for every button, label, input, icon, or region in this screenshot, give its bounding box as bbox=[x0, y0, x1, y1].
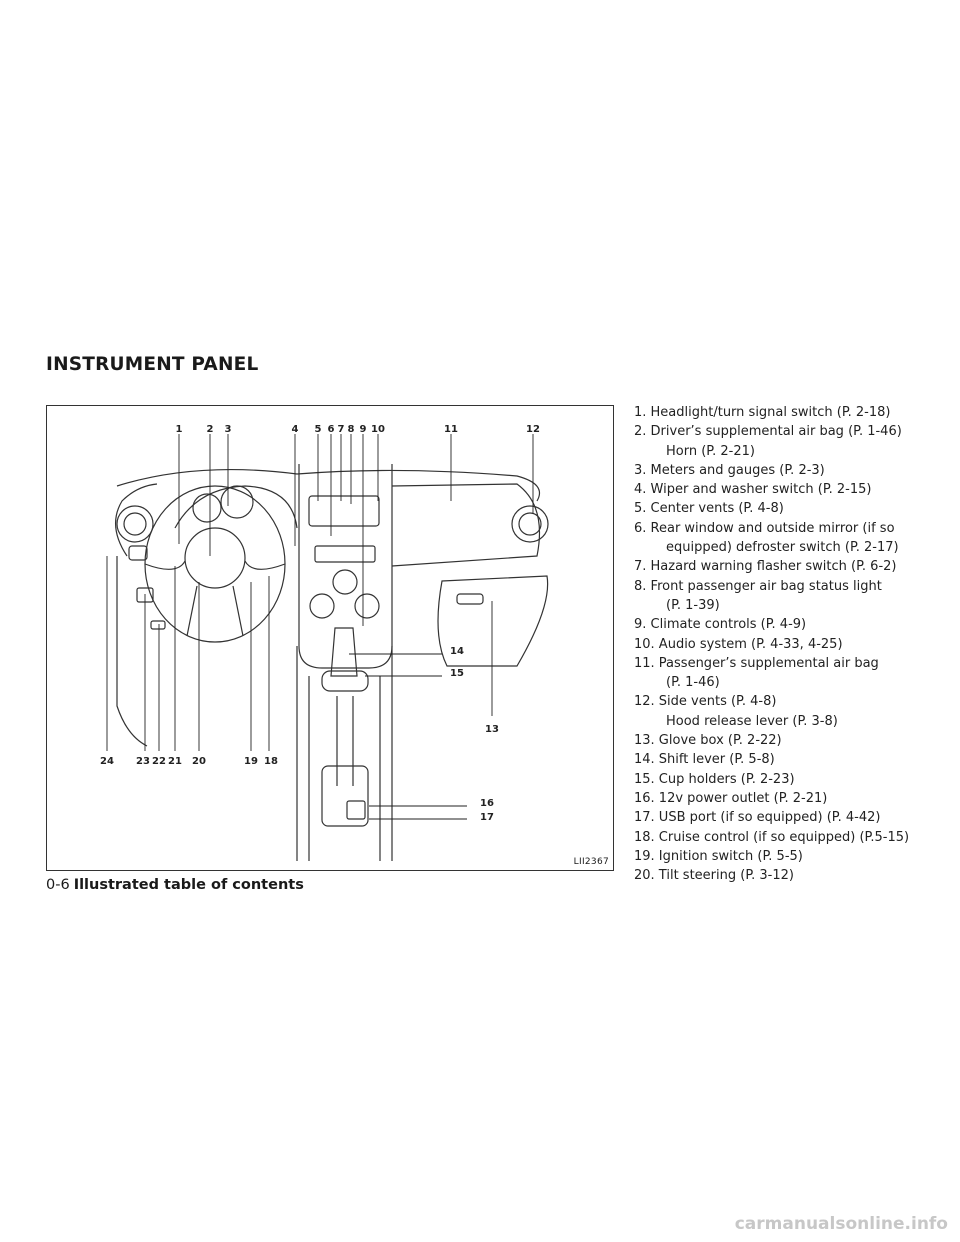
list-item-text: 10. Audio system (P. 4-33, 4-25) bbox=[634, 636, 843, 652]
callout-label: 12 bbox=[526, 424, 540, 435]
callout-label: 6 bbox=[327, 424, 335, 435]
list-item: 20. Tilt steering (P. 3-12) bbox=[634, 866, 952, 885]
list-item: 4. Wiper and washer switch (P. 2-15) bbox=[634, 480, 952, 499]
list-item: 7. Hazard warning flasher switch (P. 6-2… bbox=[634, 557, 952, 576]
list-item-text: 3. Meters and gauges (P. 2-3) bbox=[634, 462, 825, 478]
callout-label: 18 bbox=[264, 756, 278, 767]
list-item: 1. Headlight/turn signal switch (P. 2-18… bbox=[634, 403, 952, 422]
callout-label: 15 bbox=[450, 668, 464, 679]
figure-id: LII2367 bbox=[573, 857, 609, 867]
page-number: 0-6 bbox=[46, 877, 70, 893]
list-item-text: 18. Cruise control (if so equipped) (P.5… bbox=[634, 829, 910, 845]
instrument-panel-figure: 1 2 3 4 5 6 7 8 9 10 11 12 14 15 13 16 1… bbox=[46, 405, 614, 871]
callout-label: 19 bbox=[244, 756, 258, 767]
list-item: 3. Meters and gauges (P. 2-3) bbox=[634, 461, 952, 480]
list-item: 17. USB port (if so equipped) (P. 4-42) bbox=[634, 808, 952, 827]
callout-label: 21 bbox=[168, 756, 182, 767]
callout-label: 11 bbox=[444, 424, 458, 435]
section-title: INSTRUMENT PANEL bbox=[46, 354, 259, 375]
footer-section-title: Illustrated table of contents bbox=[73, 877, 304, 893]
callout-label: 2 bbox=[206, 424, 214, 435]
list-item-text: 14. Shift lever (P. 5-8) bbox=[634, 752, 775, 768]
list-item-text: 8. Front passenger air bag status light bbox=[634, 578, 882, 594]
callout-label: 7 bbox=[337, 424, 345, 435]
list-item-subtext: (P. 1-46) bbox=[666, 675, 720, 691]
list-item: 8. Front passenger air bag status light (… bbox=[634, 577, 952, 616]
list-item-text: 13. Glove box (P. 2-22) bbox=[634, 733, 782, 749]
list-item-text: 9. Climate controls (P. 4-9) bbox=[634, 617, 807, 633]
list-item: 11. Passenger’s supplemental air bag (P. … bbox=[634, 654, 952, 693]
list-item: 5. Center vents (P. 4-8) bbox=[634, 499, 952, 518]
list-item-subtext: (P. 1-39) bbox=[666, 597, 720, 613]
list-item-text: 20. Tilt steering (P. 3-12) bbox=[634, 868, 794, 884]
callout-label: 5 bbox=[314, 424, 322, 435]
callout-label: 22 bbox=[152, 756, 166, 767]
instrument-panel-illustration bbox=[106, 434, 549, 861]
list-item: 2. Driver’s supplemental air bag (P. 1-4… bbox=[634, 422, 952, 461]
watermark: carmanualsonline.info bbox=[734, 1214, 948, 1234]
list-item-text: 12. Side vents (P. 4-8) bbox=[634, 694, 777, 710]
list-item: 9. Climate controls (P. 4-9) bbox=[634, 615, 952, 634]
list-item: 19. Ignition switch (P. 5-5) bbox=[634, 847, 952, 866]
list-item: 16. 12v power outlet (P. 2-21) bbox=[634, 789, 952, 808]
list-item: 13. Glove box (P. 2-22) bbox=[634, 731, 952, 750]
list-item-text: 2. Driver’s supplemental air bag (P. 1-4… bbox=[634, 424, 902, 440]
list-item-text: 7. Hazard warning flasher switch (P. 6-2… bbox=[634, 559, 897, 575]
callout-label: 13 bbox=[485, 724, 499, 735]
list-item-text: 15. Cup holders (P. 2-23) bbox=[634, 771, 795, 787]
list-item: 15. Cup holders (P. 2-23) bbox=[634, 770, 952, 789]
list-item-text: 19. Ignition switch (P. 5-5) bbox=[634, 848, 803, 864]
list-item-subtext: Hood release lever (P. 3-8) bbox=[666, 713, 838, 729]
callout-label: 8 bbox=[347, 424, 355, 435]
list-item-text: 1. Headlight/turn signal switch (P. 2-18… bbox=[634, 405, 891, 420]
callout-label: 16 bbox=[480, 798, 494, 809]
list-item: 14. Shift lever (P. 5-8) bbox=[634, 750, 952, 769]
callout-label: 17 bbox=[480, 812, 494, 823]
callout-label: 24 bbox=[100, 756, 114, 767]
callout-label: 3 bbox=[224, 424, 232, 435]
callout-label: 4 bbox=[291, 424, 299, 435]
callout-label: 9 bbox=[359, 424, 367, 435]
list-item-subtext: Horn (P. 2-21) bbox=[666, 443, 755, 459]
callout-label: 20 bbox=[192, 756, 206, 767]
callout-label: 23 bbox=[136, 756, 150, 767]
list-item: 6. Rear window and outside mirror (if so… bbox=[634, 519, 952, 558]
list-item: 18. Cruise control (if so equipped) (P.5… bbox=[634, 828, 952, 847]
list-item: 10. Audio system (P. 4-33, 4-25) bbox=[634, 635, 952, 654]
list-item: 12. Side vents (P. 4-8) Hood release leve… bbox=[634, 692, 952, 731]
list-item-text: 6. Rear window and outside mirror (if so bbox=[634, 520, 895, 536]
callout-label: 14 bbox=[450, 646, 464, 657]
list-item-text: 5. Center vents (P. 4-8) bbox=[634, 501, 784, 517]
list-item-text: 17. USB port (if so equipped) (P. 4-42) bbox=[634, 810, 881, 826]
list-item-subtext: equipped) defroster switch (P. 2-17) bbox=[666, 540, 899, 556]
callout-label: 1 bbox=[175, 424, 183, 435]
callout-label: 10 bbox=[371, 424, 385, 435]
component-list: 1. Headlight/turn signal switch (P. 2-18… bbox=[634, 403, 952, 885]
list-item-text: 16. 12v power outlet (P. 2-21) bbox=[634, 790, 828, 806]
list-item-text: 11. Passenger’s supplemental air bag bbox=[634, 655, 879, 671]
list-item-text: 4. Wiper and washer switch (P. 2-15) bbox=[634, 482, 872, 498]
